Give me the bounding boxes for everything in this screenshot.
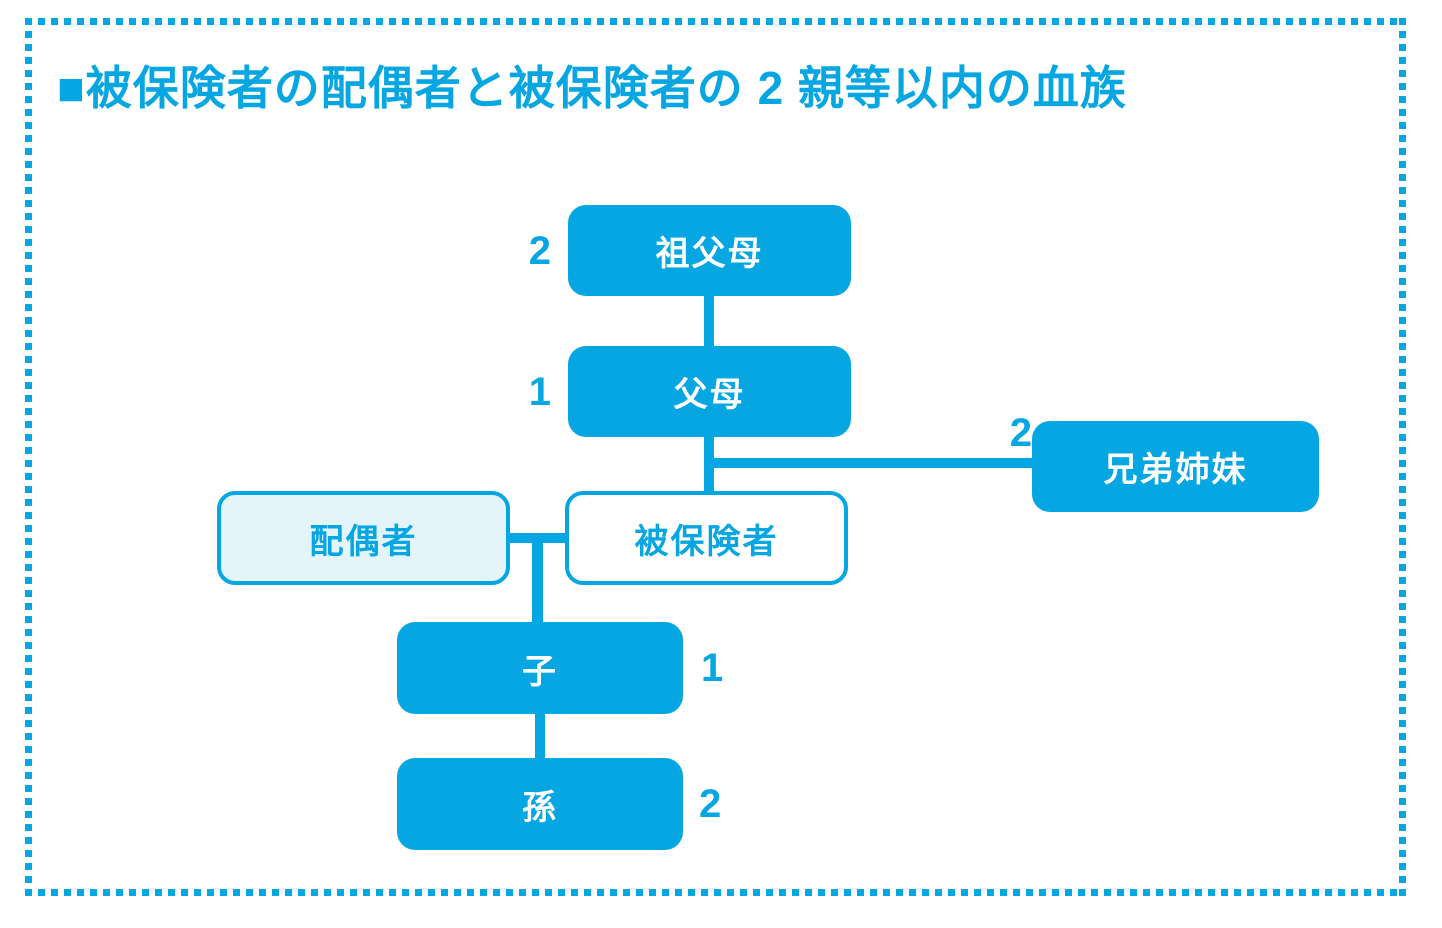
node-parents-label: 父母 bbox=[673, 376, 746, 414]
node-spouse-label: 配偶者 bbox=[309, 522, 418, 561]
degree-label-child: 1 bbox=[701, 646, 724, 690]
connector-siblings-branch bbox=[709, 458, 1034, 468]
connector-couple-child bbox=[532, 538, 543, 624]
node-child: 子 bbox=[397, 622, 683, 714]
node-insured: 被保険者 bbox=[565, 491, 848, 585]
connector-child-grandchild bbox=[535, 712, 545, 760]
node-siblings: 兄弟姉妹 bbox=[1032, 421, 1319, 512]
node-insured-label: 被保険者 bbox=[634, 522, 779, 561]
node-grandchild: 孫 bbox=[397, 758, 683, 850]
node-grandparents-label: 祖父母 bbox=[655, 235, 764, 273]
node-parents: 父母 bbox=[568, 346, 851, 437]
degree-label-siblings: 2 bbox=[1009, 411, 1032, 455]
node-spouse: 配偶者 bbox=[217, 491, 510, 585]
connector-grandparents-parents bbox=[704, 294, 714, 348]
page-title: ■被保険者の配偶者と被保険者の 2 親等以内の血族 bbox=[57, 62, 1127, 114]
degree-label-grandchild: 2 bbox=[699, 782, 722, 826]
degree-label-grandparents: 2 bbox=[528, 229, 551, 273]
node-grandparents: 祖父母 bbox=[568, 205, 851, 296]
node-child-label: 子 bbox=[522, 652, 558, 691]
node-grandchild-label: 孫 bbox=[522, 788, 558, 827]
node-siblings-label: 兄弟姉妹 bbox=[1103, 451, 1248, 489]
degree-label-parents: 1 bbox=[528, 370, 551, 414]
